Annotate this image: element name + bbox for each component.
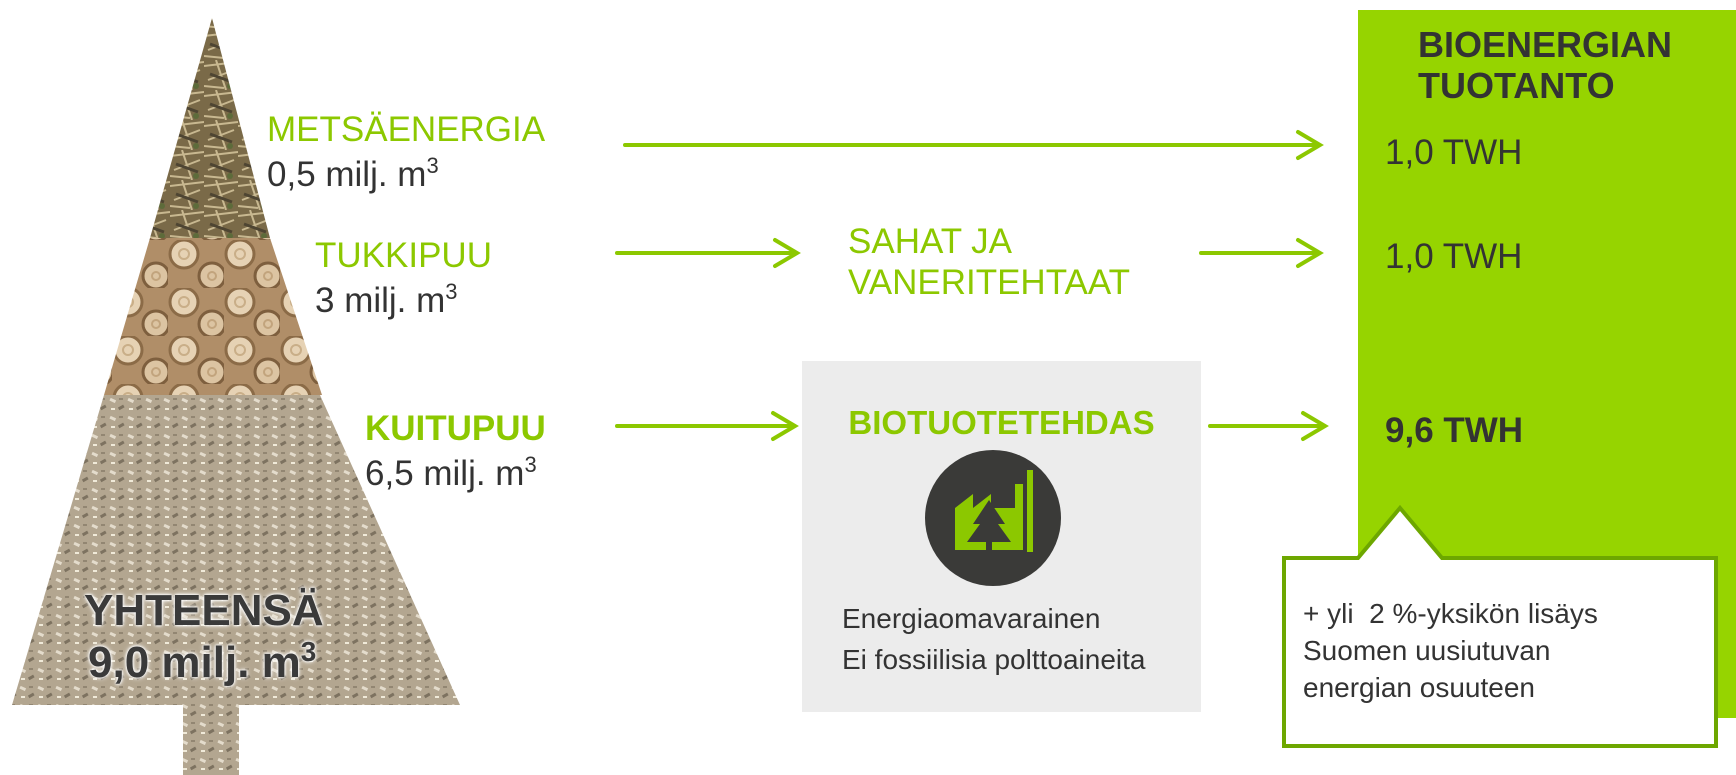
- total-volume: 9,0 milj. m3: [88, 636, 317, 687]
- production-value-biofactory: 9,6 TWH: [1385, 411, 1524, 450]
- source-label-kuitupuu: KUITUPUU: [365, 409, 546, 448]
- source-volume-tukkipuu: 3 milj. m3: [315, 279, 458, 320]
- sawmills-label-line1: SAHAT JA: [848, 222, 1013, 261]
- production-title-line2: TUOTANTO: [1418, 65, 1615, 106]
- wood-tree-illustration: [12, 18, 460, 775]
- callout-line3: energian osuuteen: [1303, 672, 1535, 703]
- production-value-sawmills: 1,0 TWH: [1385, 237, 1523, 276]
- source-volume-kuitupuu: 6,5 milj. m3: [365, 452, 537, 493]
- callout-text: + yli 2 %-yksikön lisäys Suomen uusiutuv…: [1303, 595, 1693, 706]
- factory-tree-icon: [925, 450, 1061, 586]
- callout-line1: + yli 2 %-yksikön lisäys: [1303, 598, 1598, 629]
- arrow-sawmills-to-production: [1199, 238, 1324, 268]
- source-volume-metsaenergia: 0,5 milj. m3: [267, 153, 439, 194]
- arrow-kuitupuu-to-biofactory: [615, 411, 799, 441]
- biofactory-note-energy: Energiaomavarainen: [842, 603, 1101, 634]
- arrow-biofactory-to-production: [1208, 411, 1329, 441]
- source-label-tukkipuu: TUKKIPUU: [315, 236, 492, 275]
- callout-line2: Suomen uusiutuvan: [1303, 635, 1551, 666]
- arrow-metsaenergia-to-production: [623, 130, 1324, 160]
- production-title-line1: BIOENERGIAN: [1418, 24, 1673, 65]
- arrow-tukkipuu-to-sawmills: [615, 238, 801, 268]
- biofactory-title: BIOTUOTETEHDAS: [848, 404, 1155, 441]
- biofactory-note-fossil: Ei fossiilisia polttoaineita: [842, 644, 1146, 675]
- sawmills-label-line2: VANERITEHTAAT: [848, 263, 1130, 302]
- total-label: YHTEENSÄ: [84, 586, 324, 635]
- production-value-metsaenergia: 1,0 TWH: [1385, 133, 1523, 172]
- source-label-metsaenergia: METSÄENERGIA: [267, 110, 546, 149]
- callout-bubble: [1282, 504, 1718, 748]
